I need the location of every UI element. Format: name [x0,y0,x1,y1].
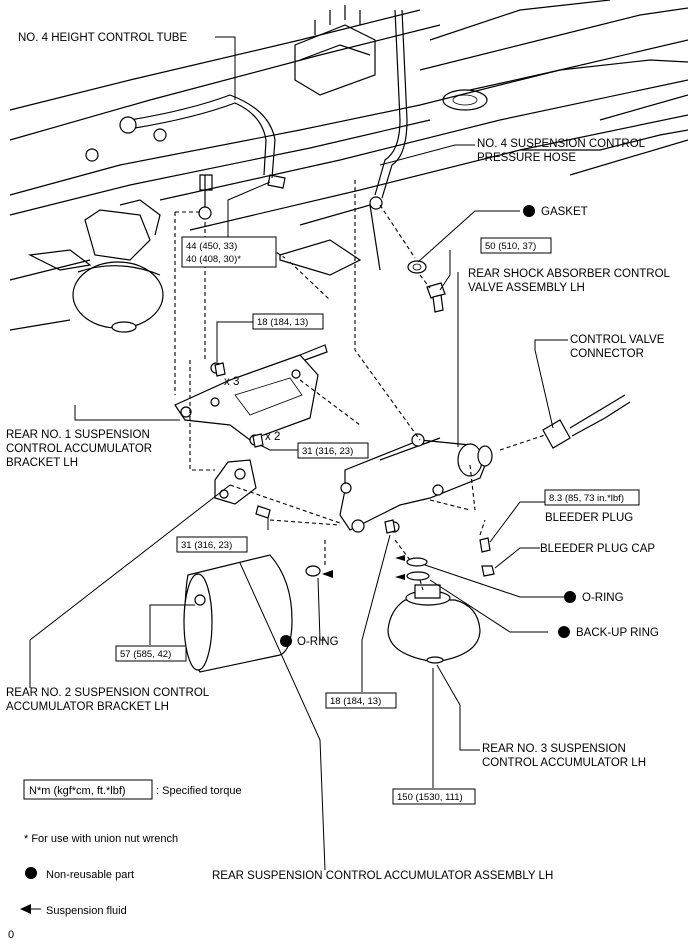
control-valve-connector-part [542,394,631,449]
label-gasket: GASKET [541,206,588,218]
union-bolt-part [426,282,446,313]
gasket-part [407,260,427,274]
legend: N*m (kgf*cm, ft.*lbf) : Specified torque… [8,779,242,941]
label-x2: x 2 [265,431,280,443]
non-reusable-markers [280,205,576,647]
legend-union-nut-note: * For use with union nut wrench [24,833,178,845]
o-ring-right-part [406,557,428,567]
label-pressure-hose-line1: NO. 4 SUSPENSION CONTROL [477,138,646,150]
torque-44: 44 (450, 33) [186,241,237,252]
label-bracket1-line2: CONTROL ACCUMULATOR [6,443,152,455]
torque-box-150 [392,788,476,805]
fluid-arrows [322,555,405,580]
torque-150: 150 (1530, 111) [397,792,463,803]
fluid-arrow-icon [322,570,333,578]
non-reusable-dot-icon [523,205,535,217]
label-acc3-line2: CONTROL ACCUMULATOR LH [482,757,646,769]
valve-assembly-part [339,433,493,533]
legend-non-reusable: Non-reusable part [46,869,134,881]
label-valve-line1: REAR SHOCK ABSORBER CONTROL [468,268,671,280]
bracket-no2-part [214,459,271,519]
label-back-up-ring: BACK-UP RING [576,627,659,639]
label-pressure-hose-line2: PRESSURE HOSE [477,152,576,164]
label-bleeder-plug-cap: BLEEDER PLUG CAP [540,543,655,555]
accumulator-assembly-part [183,554,293,673]
non-reusable-dot-icon [564,591,576,603]
torque-8-3: 8.3 (85, 73 in.*lbf) [549,493,624,504]
label-bracket2-line1: REAR NO. 2 SUSPENSION CONTROL [6,687,210,699]
fluid-arrow-icon [395,574,405,580]
torque-31a: 31 (316, 23) [302,446,353,457]
torque-box-18b [325,692,397,709]
part-labels: NO. 4 HEIGHT CONTROL TUBE NO. 4 SUSPENSI… [6,32,671,882]
legend-fluid-arrow-icon [20,904,31,914]
legend-suspension-fluid: Suspension fluid [46,905,127,917]
label-bracket1-line3: BRACKET LH [6,457,78,469]
torque-box-union [181,236,277,268]
label-bracket1-line1: REAR NO. 1 SUSPENSION [6,429,150,441]
torque-18b: 18 (184, 13) [330,696,381,707]
torque-specs: 44 (450, 33) 40 (408, 30)* 50 (510, 37) … [115,236,640,805]
accumulator-no3-part [387,584,481,664]
fluid-arrow-icon [395,555,405,561]
bleeder-plug-part [479,537,495,577]
legend-torque-desc: : Specified torque [156,785,242,797]
leader-lines [29,36,570,871]
torque-40: 40 (408, 30)* [186,254,241,265]
label-bleeder-plug: BLEEDER PLUG [545,512,633,524]
label-bracket2-line2: ACCUMULATOR BRACKET LH [6,701,169,713]
torque-18a: 18 (184, 13) [257,317,308,328]
torque-57: 57 (585, 42) [120,649,171,660]
label-valve-line2: VALVE ASSEMBLY LH [468,282,585,294]
label-o-ring-right: O-RING [582,592,624,604]
vehicle-frame-drawing [9,0,688,333]
label-height-control-tube: NO. 4 HEIGHT CONTROL TUBE [18,32,187,44]
legend-torque-units: N*m (kgf*cm, ft.*lbf) [29,785,126,797]
torque-31b: 31 (316, 23) [181,540,232,551]
non-reusable-dot-icon [280,635,292,647]
label-acc3-line1: REAR NO. 3 SUSPENSION [482,743,626,755]
label-accumulator-assembly: REAR SUSPENSION CONTROL ACCUMULATOR ASSE… [212,870,553,882]
torque-box-18a [252,313,324,330]
legend-non-reusable-icon [25,867,37,879]
torque-box-57 [115,645,187,662]
label-o-ring-left: O-RING [297,636,339,648]
label-connector-line2: CONNECTOR [570,348,644,360]
corner-mark: 0 [8,929,14,941]
non-reusable-dot-icon [558,626,570,638]
legend-torque-box [23,779,153,800]
torque-box-31a [297,442,369,459]
bolt-group [214,362,396,534]
label-x3: x 3 [224,376,239,388]
o-ring-left-part [305,565,321,577]
bracket-no1-part [174,344,328,446]
torque-box-50 [480,237,552,254]
torque-50: 50 (510, 37) [485,241,536,252]
back-up-ring-part [406,571,430,581]
torque-box-8-3 [544,489,640,506]
label-connector-line1: CONTROL VALVE [570,334,665,346]
torque-box-31b [176,536,248,553]
assembly-dashed-lines [174,180,546,591]
